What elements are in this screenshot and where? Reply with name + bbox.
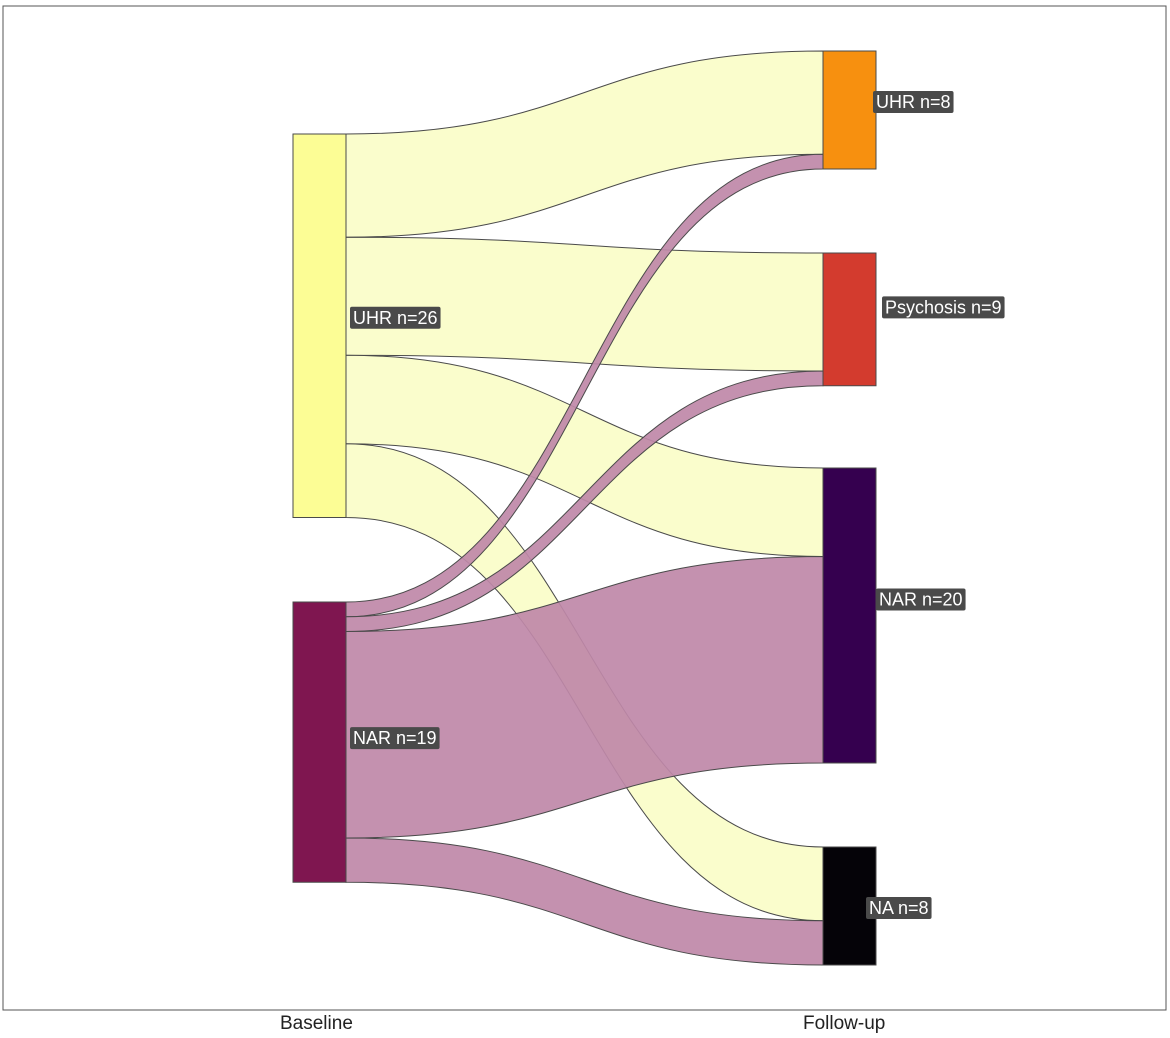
node-label-box (876, 588, 966, 611)
node-label-text: UHR n=8 (876, 92, 951, 112)
node-label-text: NAR n=20 (879, 590, 963, 610)
flow-uhr-to-psychosis (345, 236, 824, 372)
node-label-text: UHR n=26 (353, 308, 438, 328)
node-followup-uhr (822, 50, 877, 170)
node-label-f-uhr: UHR n=8 (873, 91, 954, 113)
node-label-text: NAR n=19 (353, 728, 437, 748)
node-label-b-nar: NAR n=19 (350, 727, 440, 750)
node-followup-psychosis (822, 252, 877, 387)
node-followup-nar (822, 467, 877, 764)
node-label-f-nar: NAR n=20 (876, 588, 966, 611)
node-label-box (873, 91, 954, 113)
node-label-box (350, 306, 441, 329)
x-axis-label-followup: Follow-up (803, 1013, 886, 1034)
node-label-b-uhr: UHR n=26 (350, 306, 441, 329)
node-baseline-uhr (292, 133, 347, 518)
node-label-text: NA n=8 (869, 898, 929, 918)
links-layer (345, 50, 824, 966)
node-label-text: Psychosis n=9 (885, 297, 1002, 317)
node-baseline-nar (292, 601, 347, 883)
node-label-box (866, 897, 932, 919)
node-label-box (882, 296, 1005, 319)
node-label-f-psy: Psychosis n=9 (882, 296, 1005, 319)
nodes-layer (292, 50, 877, 966)
x-axis-label-baseline: Baseline (280, 1013, 353, 1034)
node-label-box (350, 727, 440, 750)
node-label-f-na: NA n=8 (866, 897, 932, 919)
